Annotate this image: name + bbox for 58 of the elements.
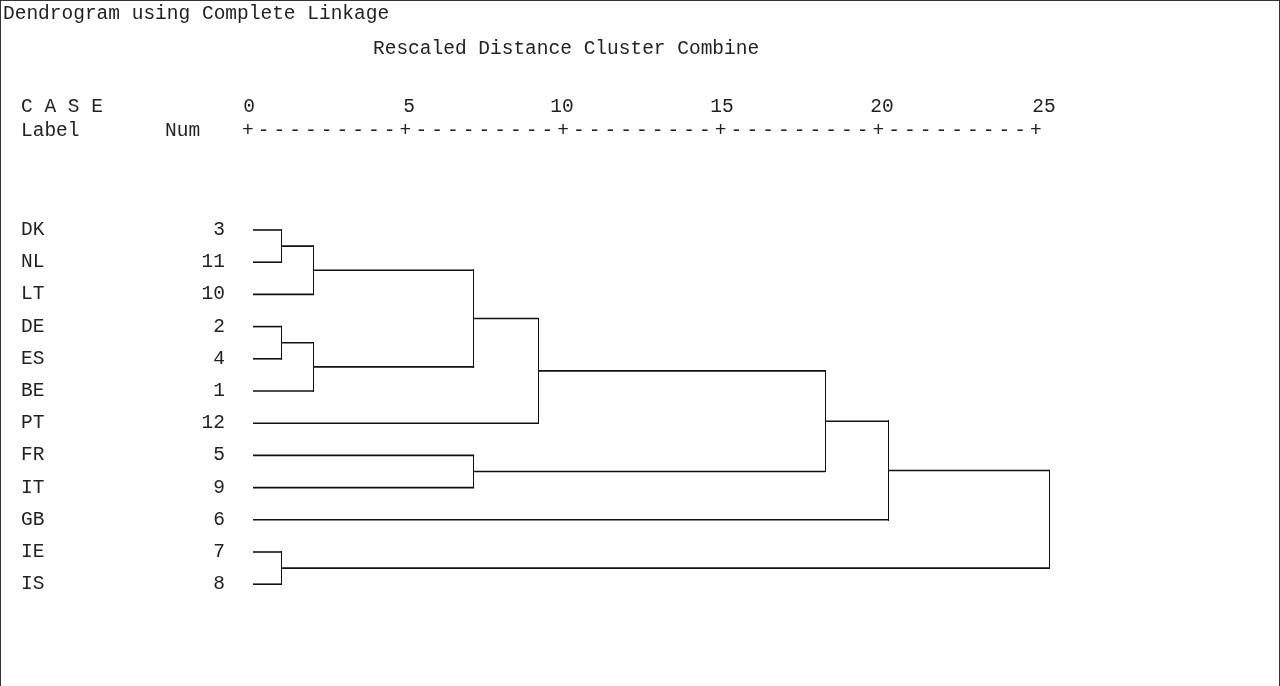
case-label: IT	[21, 476, 45, 499]
dendrogram-branch	[281, 567, 1051, 569]
tick-label: 10	[550, 95, 574, 119]
case-label: ES	[21, 347, 45, 370]
dendrogram-branch	[252, 583, 283, 585]
dendrogram-branch	[252, 261, 283, 263]
chart-title: Dendrogram using Complete Linkage	[3, 3, 390, 25]
dendrogram-branch	[281, 245, 315, 247]
dendrogram-branch	[252, 390, 315, 392]
case-number: 9	[213, 476, 225, 499]
case-number: 3	[213, 219, 225, 241]
tick-label: 15	[710, 95, 734, 119]
case-label: FR	[21, 444, 45, 467]
dendrogram-branch	[887, 469, 1051, 472]
dendrogram-branch	[252, 519, 890, 521]
tick-label: 0	[243, 95, 255, 119]
dendrogram-branch	[252, 551, 283, 553]
column-header: Num	[165, 119, 201, 143]
tick-label: 5	[403, 95, 415, 119]
case-label: GB	[21, 508, 45, 531]
dendrogram-branch	[313, 366, 475, 368]
case-label: BE	[21, 380, 45, 402]
case-number: 7	[213, 541, 225, 563]
dendrogram-branch	[281, 341, 315, 344]
case-number: 6	[213, 508, 225, 531]
case-label: NL	[21, 251, 45, 274]
dendrogram-branch	[538, 370, 827, 372]
case-label: DE	[21, 315, 45, 338]
tick-label: 20	[870, 95, 894, 119]
case-label: IS	[21, 573, 45, 596]
dendrogram-branch	[824, 420, 890, 422]
dendrogram-branch	[252, 293, 315, 296]
dendrogram-branch	[313, 269, 475, 272]
dendrogram-branch	[252, 422, 540, 424]
axis-title: Rescaled Distance Cluster Combine	[373, 37, 760, 61]
case-number: 11	[201, 251, 225, 274]
dendrogram-branch	[252, 454, 475, 457]
dendrogram-branch	[252, 358, 283, 360]
dendrogram-branch	[252, 325, 283, 328]
case-label: LT	[21, 283, 45, 306]
dendrogram-branch	[473, 470, 827, 473]
case-number: 8	[213, 573, 225, 596]
case-label: DK	[21, 219, 45, 241]
case-number: 10	[201, 283, 225, 306]
dendrogram-branch	[473, 317, 540, 320]
axis-scale-text: +---------+---------+---------+---------+---------+	[242, 119, 1046, 143]
case-number: 12	[201, 412, 225, 435]
case-number: 4	[213, 347, 225, 370]
case-number: 1	[213, 380, 225, 402]
case-label: IE	[21, 541, 45, 563]
tick-label: 25	[1032, 95, 1056, 119]
dendrogram-branch	[252, 229, 283, 231]
case-label: PT	[21, 412, 45, 435]
dendrogram-branch	[252, 486, 475, 489]
case-number: 5	[213, 444, 225, 467]
column-header: Label	[21, 119, 80, 143]
column-header: C A S E	[21, 95, 103, 119]
case-number: 2	[213, 315, 225, 338]
